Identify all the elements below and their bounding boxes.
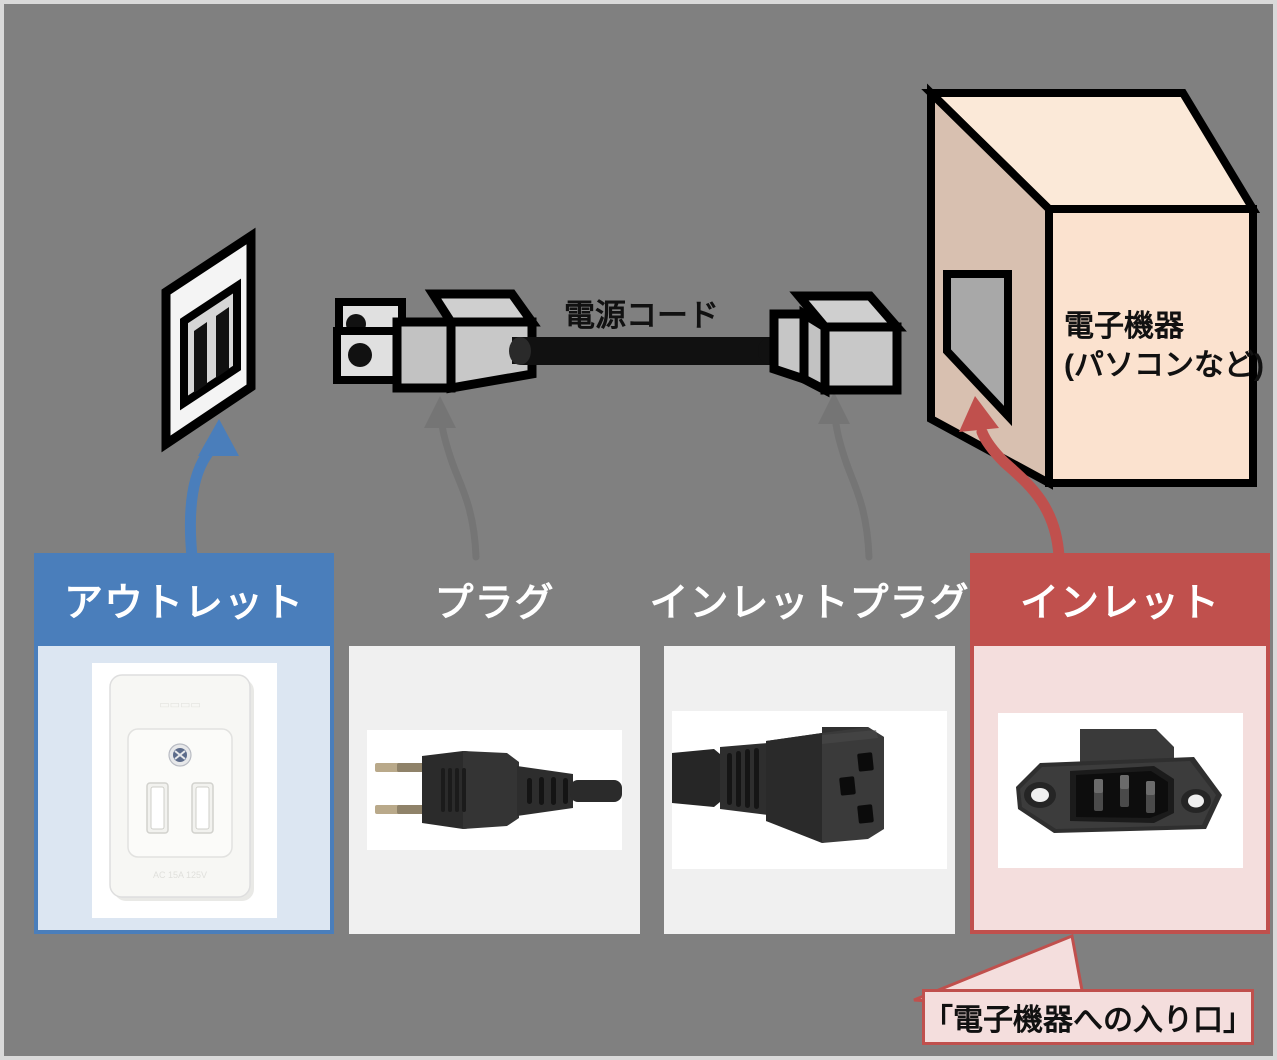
svg-text:▭▭▭▭: ▭▭▭▭ — [159, 699, 201, 711]
card-inlet-body — [974, 650, 1266, 930]
plug-icon — [333, 289, 541, 394]
cord-label: 電源コード — [564, 298, 719, 333]
iec-c14-photo-art — [997, 712, 1243, 868]
device-label-line1: 電子機器 — [1064, 310, 1184, 343]
callout-text: 「電子機器への入り口」 — [923, 1004, 1253, 1037]
card-plug-title: プラグ — [434, 581, 555, 625]
card-plug[interactable]: プラグ — [349, 553, 640, 934]
card-inlet-title: インレット — [970, 553, 1270, 646]
card-plug-body — [349, 646, 640, 934]
card-inlet-plug-title: インレットプラグ — [649, 581, 970, 625]
card-outlet-title: アウトレット — [34, 553, 334, 646]
power-plug-photo-art — [367, 730, 622, 850]
plug-arrow — [424, 396, 480, 561]
inlet-arrow — [959, 396, 1065, 563]
svg-text:AC 15A 125V: AC 15A 125V — [152, 870, 206, 880]
wall-outlet-icon — [161, 227, 256, 453]
card-inlet[interactable]: インレット — [970, 553, 1270, 934]
inlet-plug-arrow — [818, 392, 873, 561]
iec-c14-inlet-photo — [997, 712, 1243, 868]
card-inlet-plug-body — [664, 646, 955, 934]
inlet-plug-icon — [769, 291, 907, 398]
device-box-icon — [921, 83, 1261, 490]
power-plug-photo — [367, 730, 622, 850]
device-label-line2: (パソコンなど) — [1064, 349, 1264, 382]
card-outlet[interactable]: アウトレット ▭▭▭▭ AC 15A 125V — [34, 553, 334, 934]
iec-c13-photo-art — [672, 711, 947, 869]
device-label: 電子機器 (パソコンなど) — [1064, 307, 1264, 385]
outlet-arrow — [184, 419, 239, 563]
callout-box: 「電子機器への入り口」 — [922, 989, 1254, 1045]
card-inlet-plug[interactable]: インレットプラグ — [649, 553, 970, 934]
card-outlet-body: ▭▭▭▭ AC 15A 125V — [38, 650, 330, 930]
power-cord-icon — [509, 337, 782, 365]
iec-c13-connector-photo — [672, 711, 947, 869]
wall-outlet-photo: ▭▭▭▭ AC 15A 125V — [91, 662, 277, 918]
wall-outlet-photo-art: ▭▭▭▭ AC 15A 125V — [91, 662, 277, 918]
